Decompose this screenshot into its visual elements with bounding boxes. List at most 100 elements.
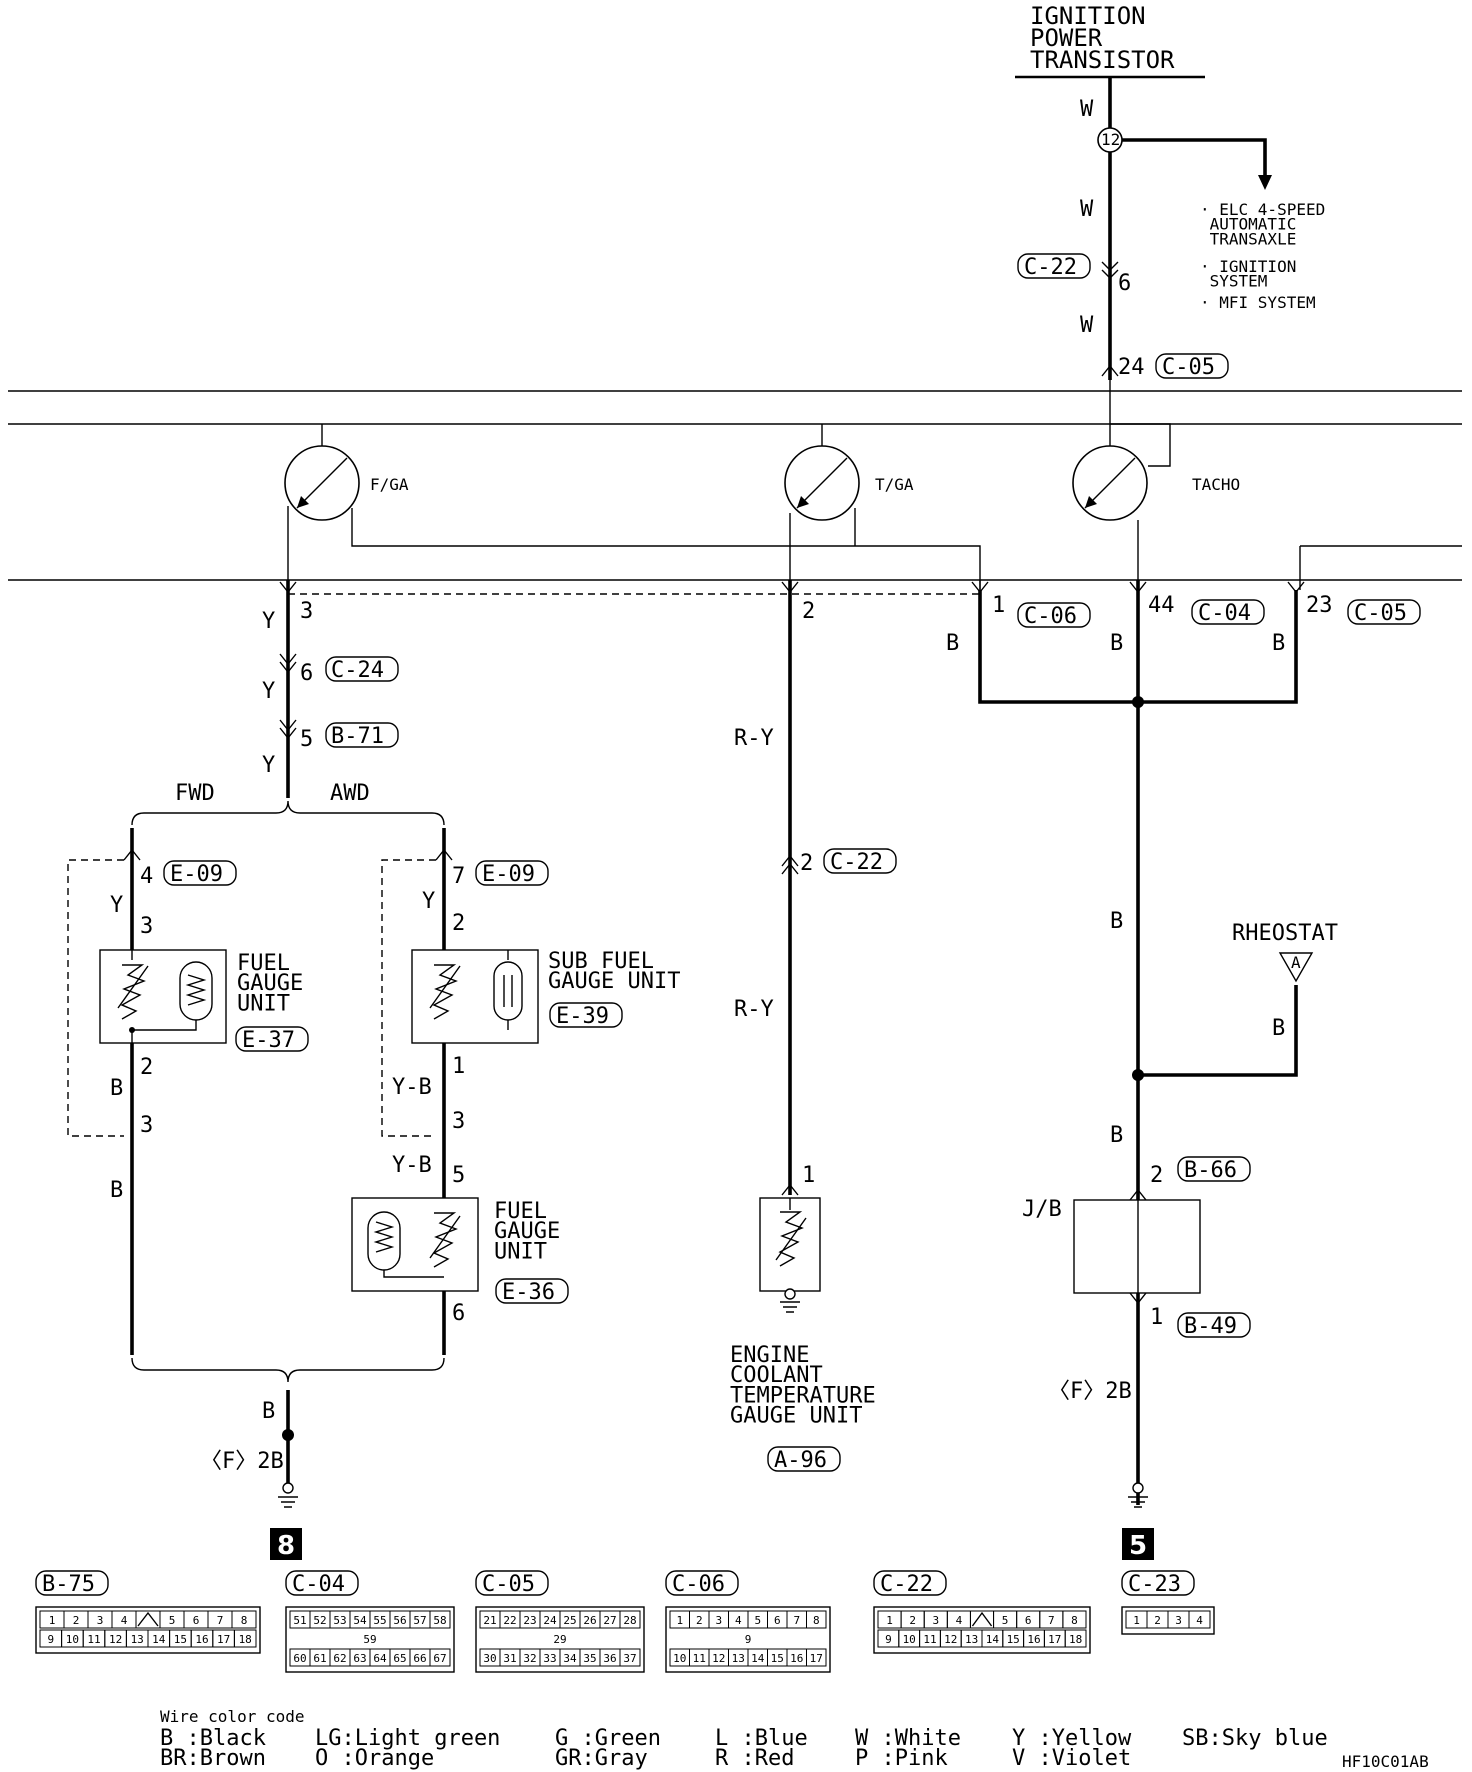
pin6-awd: 6 — [452, 1301, 465, 1326]
pin3-awd: 3 — [452, 1109, 465, 1134]
wire-color-w-1: W — [1080, 97, 1094, 122]
pin-number: 35 — [583, 1652, 596, 1665]
pin-number: 31 — [503, 1652, 516, 1665]
pin-number: 36 — [603, 1652, 616, 1665]
pin-number: 16 — [195, 1633, 208, 1646]
pin-number: 1 — [49, 1614, 56, 1627]
b-right-4: B — [1110, 909, 1123, 934]
pin-number: 8 — [813, 1614, 820, 1627]
pin-number: 66 — [413, 1652, 426, 1665]
pin-number: 3 — [715, 1614, 722, 1627]
ry-1: R-Y — [734, 726, 774, 751]
pin-number: 10 — [66, 1633, 79, 1646]
connector-face-label: C-04 — [292, 1572, 345, 1597]
tacho-gauge: TACHO — [1072, 380, 1462, 590]
ground-badge-right-num: 5 — [1129, 1531, 1147, 1561]
connector-face-label: C-06 — [672, 1572, 725, 1597]
pin2-awd: 2 — [452, 911, 465, 936]
pin-number: 8 — [241, 1614, 248, 1627]
pin-number: 11 — [693, 1652, 706, 1665]
y-label-awd: Y — [422, 889, 435, 914]
pin-number: 7 — [217, 1614, 224, 1627]
pin-number: 64 — [373, 1652, 387, 1665]
pin-number: 5 — [1002, 1614, 1009, 1627]
pin-number: 2 — [1154, 1614, 1161, 1627]
y-label-1: Y — [262, 609, 275, 634]
b66-pin: 2 — [1150, 1163, 1163, 1188]
pin-number: 1 — [1133, 1614, 1140, 1627]
pin-number: 26 — [583, 1614, 596, 1627]
pin-number: 65 — [393, 1652, 406, 1665]
sub-fuel-gauge-unit — [411, 949, 539, 1044]
top-w-wire: W W W 12 C-22 6 24 C-05 — [1017, 77, 1272, 380]
fwd-label: FWD — [175, 781, 215, 806]
connector-face-label: C-22 — [880, 1572, 933, 1597]
ground-badge-left-num: 8 — [277, 1531, 295, 1561]
c06-label: C-06 — [1024, 604, 1077, 629]
pin-number: 55 — [373, 1614, 386, 1627]
pin-number: 58 — [433, 1614, 446, 1627]
pin-number: 5 — [754, 1614, 761, 1627]
ry-2: R-Y — [734, 997, 774, 1022]
jb-label: J/B — [1022, 1197, 1062, 1222]
elc-target-list: · ELC 4-SPEED AUTOMATIC TRANSAXLE · IGNI… — [1200, 200, 1325, 312]
pin-number: 18 — [1069, 1633, 1082, 1646]
e09-awd-pin: 7 — [452, 864, 465, 889]
pin-number: 9 — [745, 1633, 752, 1646]
pin-number: 4 — [1196, 1614, 1203, 1627]
pin-number: 54 — [353, 1614, 367, 1627]
pin-number: 15 — [174, 1633, 187, 1646]
b66-label: B-66 — [1184, 1158, 1237, 1183]
b-right-2: B — [1110, 631, 1123, 656]
c22-mid-pin: 2 — [800, 851, 813, 876]
c22-top-pin: 6 — [1118, 271, 1131, 296]
e09-fwd-pin: 4 — [140, 864, 153, 889]
e37-label: E-37 — [242, 1028, 295, 1053]
fuel-gauge: F/GA — [284, 424, 981, 590]
pin-number: 6 — [193, 1614, 200, 1627]
pin-number: 25 — [563, 1614, 576, 1627]
y-label-2: Y — [262, 679, 275, 704]
e36-label: E-36 — [502, 1280, 555, 1305]
temp-gauge: T/GA — [784, 424, 914, 580]
rheostat-letter: A — [1291, 953, 1301, 972]
right-b-wires: 1 C-06 B 44 C-04 B 23 C-05 B B RHEOSTAT … — [946, 580, 1421, 1561]
e39-label: E-39 — [556, 1004, 609, 1029]
pin-number: 6 — [774, 1614, 781, 1627]
pin-number: 51 — [293, 1614, 306, 1627]
pin-number: 8 — [1071, 1614, 1078, 1627]
pin-number: 24 — [543, 1614, 557, 1627]
footer-code: HF10C01AB — [1342, 1752, 1429, 1771]
pin-number: 56 — [393, 1614, 406, 1627]
c05-right-label: C-05 — [1354, 601, 1407, 626]
pin-number: 1 — [676, 1614, 683, 1627]
b-right-3: B — [1272, 631, 1285, 656]
connector-face-label: B-75 — [42, 1572, 95, 1597]
pin-number: 4 — [735, 1614, 742, 1627]
pin-number: 12 — [109, 1633, 122, 1646]
pin-number: 2 — [696, 1614, 703, 1627]
e09-fwd-label: E-09 — [170, 862, 223, 887]
c05-top-tag — [1155, 353, 1229, 379]
pin-number: 11 — [923, 1633, 936, 1646]
elc-item-3: · MFI SYSTEM — [1200, 293, 1316, 312]
pin-number: 9 — [47, 1633, 54, 1646]
yb-awd-2: Y-B — [392, 1153, 432, 1178]
pin-number: 11 — [87, 1633, 100, 1646]
pin1-awd: 1 — [452, 1054, 465, 1079]
pin-number: 62 — [333, 1652, 346, 1665]
pin-number: 17 — [1048, 1633, 1061, 1646]
pin-number: 53 — [333, 1614, 346, 1627]
pin-number: 29 — [553, 1633, 566, 1646]
c22-top-tag — [1017, 253, 1091, 279]
pin-number: 14 — [751, 1652, 765, 1665]
y-label-3: Y — [262, 753, 275, 778]
ground-badge-left — [270, 1528, 302, 1560]
